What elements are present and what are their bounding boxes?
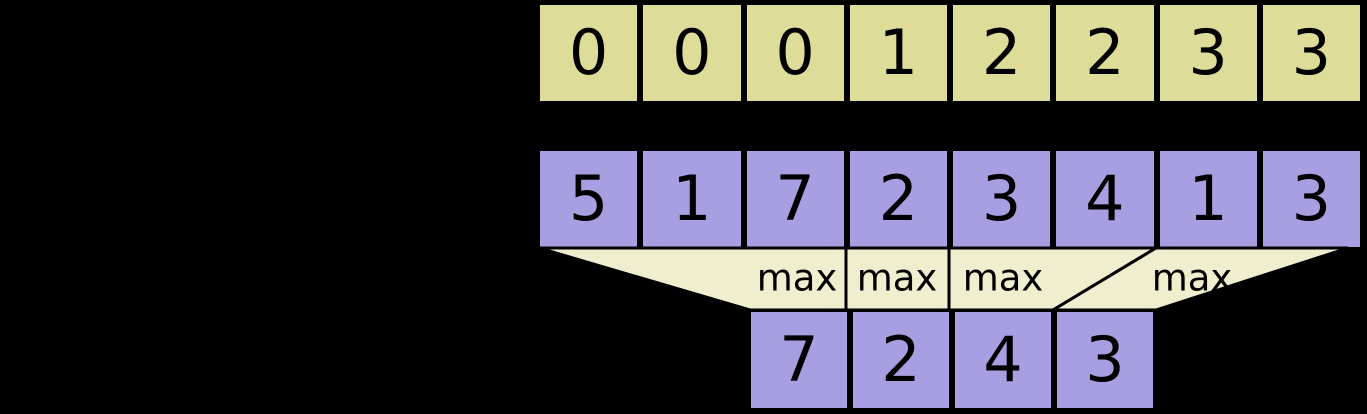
- index-cell: 0: [537, 2, 641, 104]
- output-cell: 7: [748, 309, 850, 411]
- input-cell: 5: [537, 148, 641, 250]
- input-cell: 4: [1053, 148, 1157, 250]
- pooled-output-row: 7 2 4 3: [748, 309, 1156, 411]
- index-cell: 0: [743, 2, 847, 104]
- max-label: max: [1152, 257, 1233, 300]
- input-cell: 1: [640, 148, 744, 250]
- max-funnel-band: max max max max: [0, 246, 1367, 312]
- index-cell: 0: [640, 2, 744, 104]
- pooling-index-row: 0 0 0 1 2 2 3 3: [537, 2, 1363, 104]
- input-values-row: 5 1 7 2 3 4 1 3: [537, 148, 1363, 250]
- index-cell: 1: [846, 2, 950, 104]
- output-cell: 4: [952, 309, 1054, 411]
- index-cell: 3: [1259, 2, 1363, 104]
- input-cell: 1: [1156, 148, 1260, 250]
- index-cell: 3: [1156, 2, 1260, 104]
- input-cell: 3: [950, 148, 1054, 250]
- input-cell: 3: [1259, 148, 1363, 250]
- max-label: max: [857, 257, 938, 300]
- output-cell: 3: [1054, 309, 1156, 411]
- max-funnel-shape: [1047, 246, 1349, 312]
- input-cell: 2: [846, 148, 950, 250]
- input-cell: 7: [743, 148, 847, 250]
- index-cell: 2: [950, 2, 1054, 104]
- index-cell: 2: [1053, 2, 1157, 104]
- output-cell: 2: [850, 309, 952, 411]
- max-label: max: [757, 257, 838, 300]
- max-label: max: [963, 257, 1044, 300]
